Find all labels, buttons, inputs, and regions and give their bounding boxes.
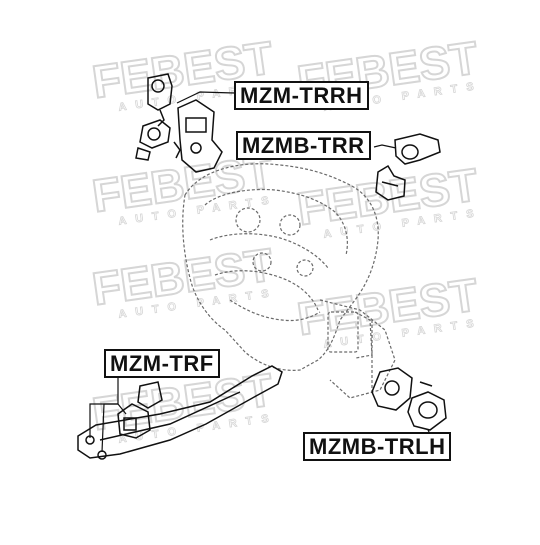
part-label-mzmb-trr: MZMB-TRR [236,131,371,160]
part-label-mzm-trf: MZM-TRF [104,349,220,378]
watermark: FEBEST AUTO PARTS [293,157,484,241]
part-label-mzm-trrh: MZM-TRRH [234,81,369,110]
mzm-trrh-part [135,73,235,173]
mzmb-trr-part [373,133,441,201]
engine-outline [182,163,396,399]
mzmb-trlh-part [371,367,447,442]
part-label-mzmb-trlh: MZMB-TRLH [303,432,452,461]
watermark: FEBEST AUTO PARTS [293,267,484,351]
mzm-trf-part [77,365,283,460]
